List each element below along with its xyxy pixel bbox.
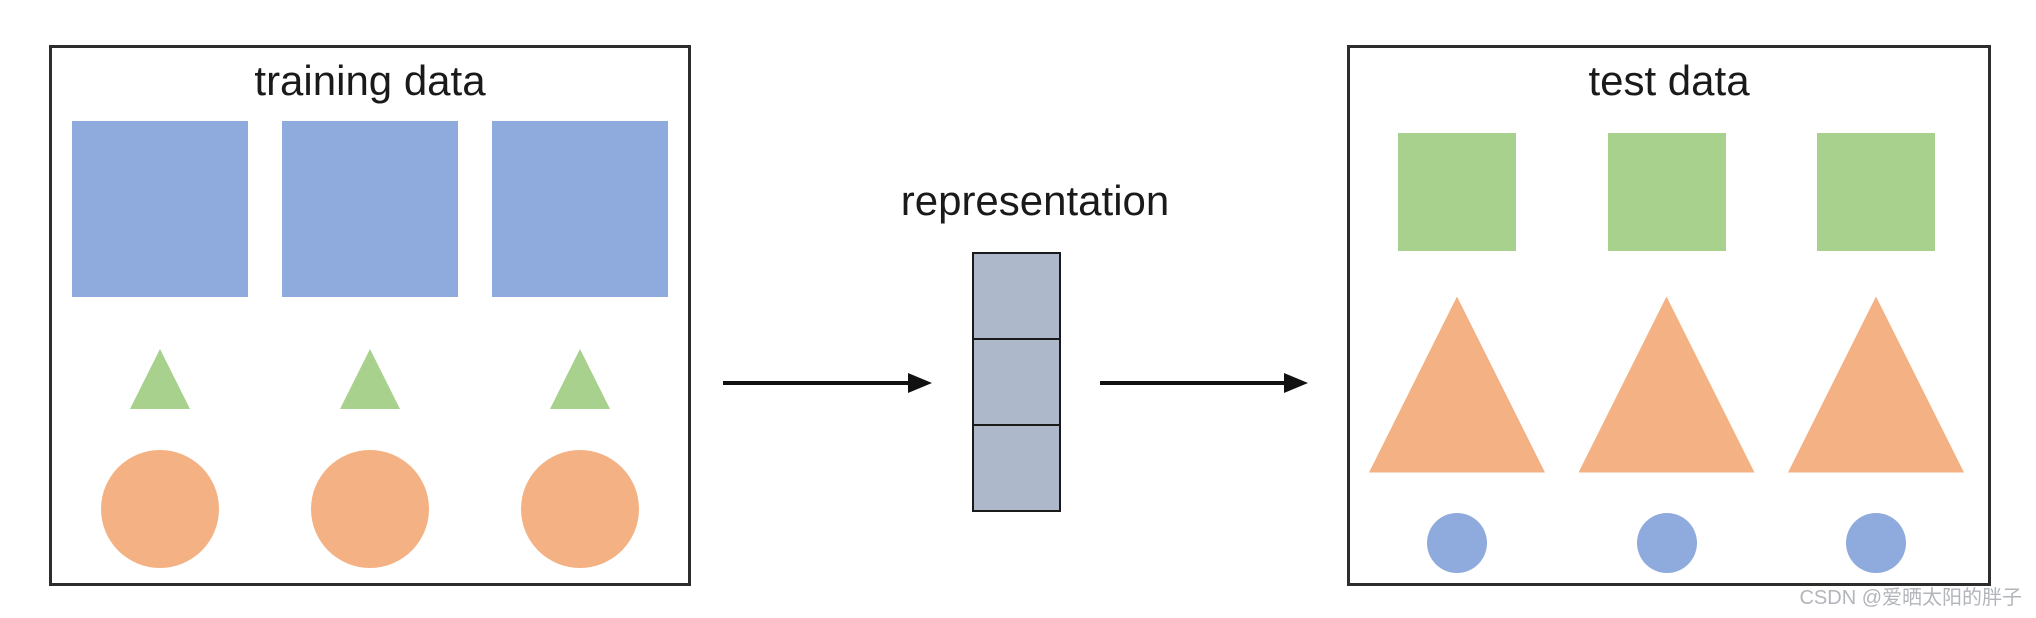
representation-label: representation [900, 177, 1170, 224]
orange-circle [521, 450, 639, 568]
orange-circle [311, 450, 429, 568]
arrow-left-to-representation [723, 372, 932, 394]
test-square-row [1350, 133, 1988, 251]
blue-circle [1636, 513, 1697, 573]
shape-cell [1579, 133, 1755, 251]
arrow-representation-to-test [1100, 372, 1308, 394]
blue-square [72, 121, 248, 297]
training-triangle-row [52, 349, 688, 409]
shape-cell [1788, 296, 1964, 473]
orange-triangle [1578, 296, 1755, 473]
shape-cell [282, 349, 458, 409]
shape-cell [282, 121, 458, 297]
shape-cell [1788, 133, 1964, 251]
green-triangle [130, 349, 190, 409]
training-circle-row [52, 450, 688, 568]
representation-cell [974, 338, 1059, 424]
blue-square [492, 121, 668, 297]
representation-cell [974, 424, 1059, 510]
shape-cell [1788, 513, 1964, 573]
arrow-head-icon [1284, 373, 1308, 393]
orange-triangle [1788, 296, 1964, 473]
shape-cell [1369, 133, 1545, 251]
test-triangle-row [1350, 296, 1988, 473]
test-circle-row [1350, 513, 1988, 573]
shape-cell [72, 121, 248, 297]
shape-cell [492, 121, 668, 297]
green-square [1607, 133, 1726, 251]
orange-circle [101, 450, 219, 568]
representation-cell [974, 254, 1059, 338]
shape-cell [1578, 296, 1755, 473]
training-data-title: training data [254, 57, 486, 104]
blue-circle [1427, 513, 1487, 573]
arrow-line [723, 381, 908, 385]
blue-square [282, 121, 458, 297]
shape-cell [1369, 513, 1545, 573]
arrow-line [1100, 381, 1284, 385]
orange-triangle [1369, 296, 1545, 473]
training-data-box: training data [49, 45, 691, 586]
representation-vector [972, 252, 1061, 512]
shape-cell [492, 450, 668, 568]
shape-cell [282, 450, 458, 568]
arrow-head-icon [908, 373, 932, 393]
shape-cell [72, 450, 248, 568]
blue-circle [1846, 513, 1906, 573]
test-data-title: test data [1588, 57, 1750, 104]
green-triangle [550, 349, 610, 409]
training-square-row [52, 121, 688, 297]
csdn-watermark: CSDN @爱晒太阳的胖子 [1799, 587, 2022, 609]
green-square [1817, 133, 1935, 251]
green-square [1398, 133, 1516, 251]
shape-cell [1579, 513, 1755, 573]
shape-cell [492, 349, 668, 409]
shape-cell [72, 349, 248, 409]
test-data-box: test data [1347, 45, 1991, 586]
green-triangle [340, 349, 400, 409]
shape-cell [1369, 296, 1545, 473]
